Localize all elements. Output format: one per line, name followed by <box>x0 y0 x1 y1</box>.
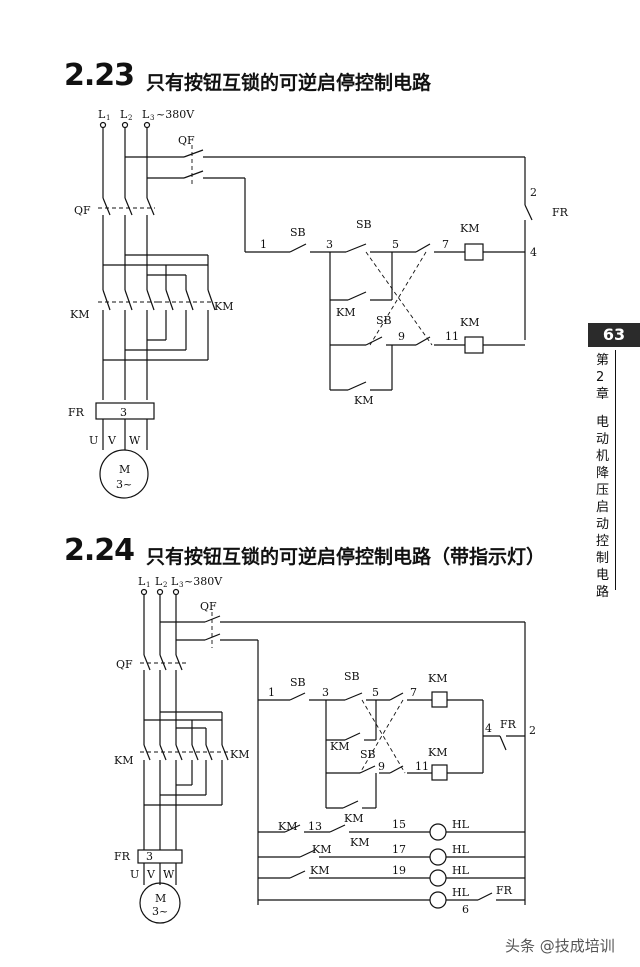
label2-KM2-hl3: KM <box>310 864 329 877</box>
label-motor-3: 3~ <box>116 478 132 491</box>
label2-KM2-coil: KM <box>428 746 447 759</box>
section-title-2-23: 只有按钮互锁的可逆启停控制电路 <box>146 72 432 94</box>
label-FR: FR <box>68 406 85 419</box>
label-L2-sub: 2 <box>128 114 132 122</box>
label2-W: W <box>163 868 175 881</box>
label2-L2-sub: 2 <box>163 581 167 589</box>
label-V: V <box>107 434 117 447</box>
label-motor-M: M <box>119 463 130 476</box>
label-SB1: SB <box>290 226 306 239</box>
section-number-2-23: 2.23 <box>64 58 135 93</box>
label-QF1: QF <box>74 204 91 217</box>
node-4: 4 <box>530 246 537 259</box>
label-SB2: SB <box>356 218 372 231</box>
label2-QF2: QF <box>200 600 217 613</box>
label2-KM2-holding: KM <box>344 812 363 825</box>
label-W: W <box>129 434 141 447</box>
section-title-2-24: 只有按钮互锁的可逆启停控制电路（带指示灯） <box>146 546 546 568</box>
label2-HL4: HL <box>452 886 470 899</box>
label2-L3-sub: 3 <box>179 581 183 589</box>
node2-4: 4 <box>485 722 492 735</box>
chapter-divider <box>615 350 616 590</box>
label-L3: L <box>142 108 150 121</box>
label2-HL1: HL <box>452 818 470 831</box>
label2-QF1: QF <box>116 658 133 671</box>
label2-HL3: HL <box>452 864 470 877</box>
label2-L1: L <box>138 575 146 588</box>
node-2: 2 <box>530 186 537 199</box>
node2-13: 13 <box>308 820 322 833</box>
label2-HL2: HL <box>452 843 470 856</box>
label-L1: L <box>98 108 106 121</box>
chapter-number: 第2章 <box>596 353 610 402</box>
label-U: U <box>89 434 98 447</box>
label2-U: U <box>130 868 139 881</box>
label2-FR: FR <box>114 850 131 863</box>
label-QF2: QF <box>178 134 195 147</box>
control-circuit <box>125 145 533 391</box>
node2-6: 6 <box>462 903 469 916</box>
label2-KM1-main: KM <box>114 754 133 767</box>
label-L3-sub: 3 <box>150 114 154 122</box>
label-L1-sub: 1 <box>106 114 110 122</box>
node-1: 1 <box>260 238 267 251</box>
control-circuit-2 <box>160 612 526 909</box>
main-power-lines <box>95 121 216 499</box>
label2-KM1-hl2: KM <box>312 843 331 856</box>
node-5: 5 <box>392 238 399 251</box>
node2-9: 9 <box>378 760 385 773</box>
label2-fr-box: 3 <box>146 850 153 863</box>
label-L2: L <box>120 108 128 121</box>
node2-3: 3 <box>322 686 329 699</box>
label2-motor-M: M <box>155 892 166 905</box>
label-KM1-coil: KM <box>460 222 479 235</box>
node-7: 7 <box>442 238 449 251</box>
label2-FR-contact: FR <box>500 718 517 731</box>
label2-KM1-hl1: KM <box>278 820 297 833</box>
page-number-tab: 63 <box>588 323 640 347</box>
node2-1: 1 <box>268 686 275 699</box>
label2-SB1: SB <box>290 676 306 689</box>
main-power-lines-2 <box>137 588 229 924</box>
label2-SB2: SB <box>344 670 360 683</box>
node2-5: 5 <box>372 686 379 699</box>
label2-KM1-coil: KM <box>428 672 447 685</box>
label2-SB3: SB <box>360 748 376 761</box>
node2-2: 2 <box>529 724 536 737</box>
label-KM1-main: KM <box>70 308 89 321</box>
label-KM1-interlock: KM <box>336 306 355 319</box>
label2-KM2-hl1: KM <box>350 836 369 849</box>
chapter-title: 电动机降压启动控制电路 <box>596 415 610 600</box>
label-SB3: SB <box>376 314 392 327</box>
label2-FR-hl4: FR <box>496 884 513 897</box>
node-3: 3 <box>326 238 333 251</box>
label-KM2-coil: KM <box>460 316 479 329</box>
node-11: 11 <box>445 330 459 343</box>
label2-L3: L <box>171 575 179 588</box>
node2-19: 19 <box>392 864 406 877</box>
label-voltage: ~380V <box>156 108 195 121</box>
node2-11: 11 <box>415 760 429 773</box>
label2-L2: L <box>155 575 163 588</box>
label2-voltage: ~380V <box>184 575 223 588</box>
label2-V: V <box>146 868 156 881</box>
label-KM2-main: KM <box>214 300 233 313</box>
node2-15: 15 <box>392 818 406 831</box>
watermark-text: 头条 @技成培训 <box>505 937 615 955</box>
label-FR-contact: FR <box>552 206 569 219</box>
label2-KM2-main: KM <box>230 748 249 761</box>
node-9: 9 <box>398 330 405 343</box>
label2-KM1-interlock: KM <box>330 740 349 753</box>
label2-motor-3: 3~ <box>152 905 168 918</box>
section-number-2-24: 2.24 <box>64 533 135 568</box>
label-KM2-holding: KM <box>354 394 373 407</box>
node2-7: 7 <box>410 686 417 699</box>
label2-L1-sub: 1 <box>146 581 150 589</box>
label-fr-box: 3 <box>120 406 127 419</box>
node2-17: 17 <box>392 843 406 856</box>
